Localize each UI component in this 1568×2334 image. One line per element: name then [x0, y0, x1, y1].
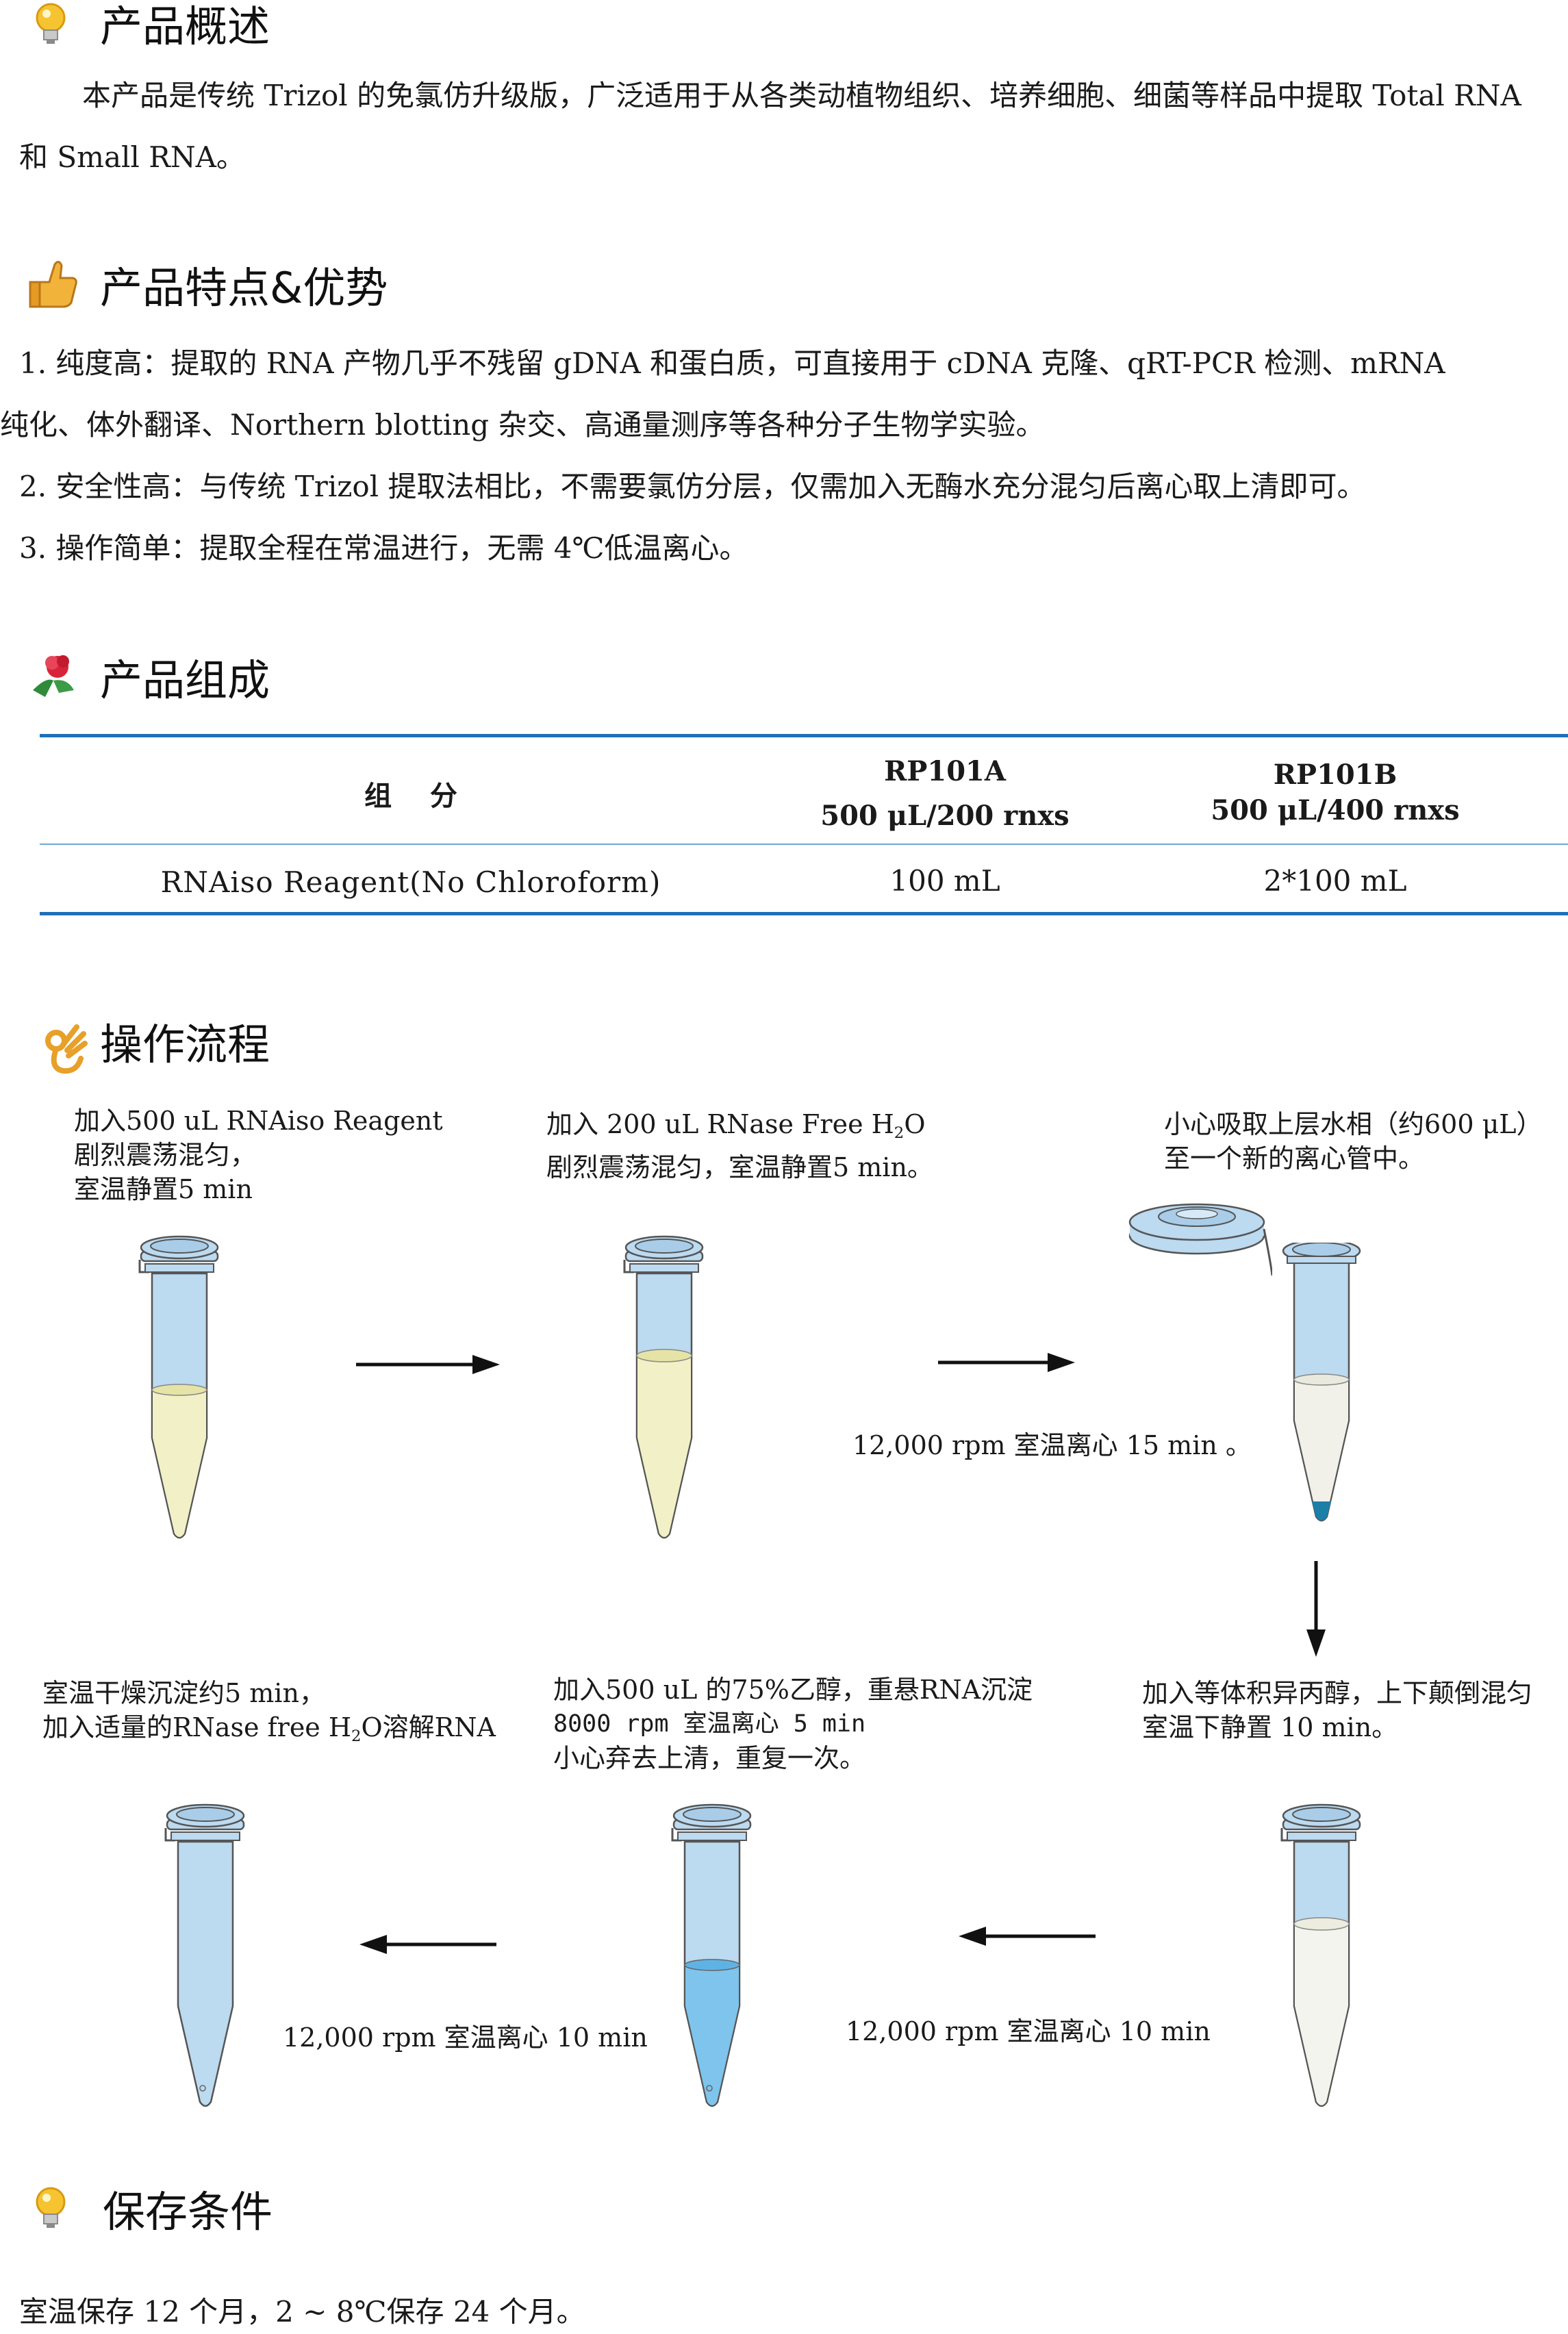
feature-item-1-line1: 1. 纯度高：提取的 RNA 产物几乎不残留 gDNA 和蛋白质，可直接用于 c…	[19, 346, 1445, 380]
step-3-text: 小心吸取上层水相（约600 μL） 至一个新的离心管中。	[1164, 1107, 1543, 1176]
lightbulb-icon	[30, 0, 71, 48]
tube-3	[1253, 1239, 1390, 1530]
step-2-line-2: 剧烈震荡混匀，室温静置5 min。	[546, 1152, 933, 1182]
tube-5	[644, 1801, 781, 2116]
step-1-line-1: 加入500 uL RNAiso Reagent	[74, 1106, 443, 1136]
step-2-line-1: 加入 200 uL RNase Free H2O	[546, 1109, 926, 1142]
ok-hand-icon	[36, 1020, 90, 1075]
flower-icon	[26, 649, 81, 704]
step-5-text: 加入500 uL 的75%乙醇，重悬RNA沉淀 8000 rpm 室温离心 5 …	[553, 1673, 1033, 1775]
step-3-line-1: 小心吸取上层水相（约600 μL）	[1164, 1109, 1543, 1139]
arrow-left-2	[359, 1932, 496, 1957]
step-1-line-2: 剧烈震荡混匀，	[74, 1140, 257, 1170]
centrifuge-label-2: 12,000 rpm 室温离心 10 min	[846, 2016, 1211, 2046]
composition-heading: 产品组成	[100, 655, 270, 705]
step-4-line-1: 加入等体积异丙醇，上下颠倒混匀	[1142, 1678, 1533, 1708]
feature-item-1-line2: 纯化、体外翻译、Northern blotting 杂交、高通量测序等各种分子生…	[0, 408, 1045, 442]
feature-item-2: 2. 安全性高：与传统 Trizol 提取法相比，不需要氯仿分层，仅需加入无酶水…	[19, 470, 1366, 503]
step-4-text: 加入等体积异丙醇，上下颠倒混匀 室温下静置 10 min。	[1142, 1676, 1532, 1745]
step-2-text: 加入 200 uL RNase Free H2O 剧烈震荡混匀，室温静置5 mi…	[546, 1107, 933, 1184]
table-header-component: 组 分	[364, 780, 457, 812]
step-1-text: 加入500 uL RNAiso Reagent 剧烈震荡混匀， 室温静置5 mi…	[74, 1104, 443, 1206]
table-cell-b: 2*100 mL	[1263, 864, 1407, 898]
step-6-line-2: 加入适量的RNase free H2O溶解RNA	[42, 1712, 496, 1745]
open-tube-cap	[1115, 1195, 1274, 1277]
table-cell-component: RNAiso Reagent(No Chloroform)	[160, 865, 661, 899]
step-5-line-1: 加入500 uL 的75%乙醇，重悬RNA沉淀	[553, 1675, 1033, 1705]
step-4-line-2: 室温下静置 10 min。	[1142, 1712, 1398, 1742]
overview-heading: 产品概述	[100, 1, 270, 51]
tube-6	[137, 1801, 274, 2116]
tube-2	[596, 1232, 733, 1547]
storage-heading: 保存条件	[103, 2187, 273, 2237]
tube-4	[1253, 1801, 1390, 2116]
features-heading: 产品特点&优势	[100, 263, 388, 313]
table-header-a-code: RP101A	[884, 755, 1006, 787]
tube-1	[111, 1232, 248, 1547]
arrow-down	[1304, 1561, 1328, 1657]
step-6-line-1: 室温干燥沉淀约5 min，	[42, 1678, 325, 1708]
arrow-right-2	[938, 1350, 1075, 1375]
centrifuge-label-3: 12,000 rpm 室温离心 10 min	[283, 2022, 648, 2053]
lightbulb-icon	[30, 2184, 71, 2232]
step-5-line-2: 8000 rpm 室温离心 5 min	[553, 1710, 866, 1738]
storage-text: 室温保存 12 个月，2 ~ 8℃保存 24 个月。	[19, 2295, 585, 2329]
table-rule-bottom	[40, 912, 1568, 915]
thumbs-up-icon	[26, 255, 81, 309]
step-5-line-3: 小心弃去上清，重复一次。	[553, 1743, 866, 1773]
arrow-left-1	[959, 1924, 1096, 1949]
table-header-b-code: RP101B	[1273, 759, 1398, 791]
arrow-right-1	[356, 1352, 500, 1377]
step-1-line-3: 室温静置5 min	[74, 1174, 253, 1204]
step-6-text: 室温干燥沉淀约5 min， 加入适量的RNase free H2O溶解RNA	[42, 1676, 496, 1753]
overview-text: 本产品是传统 Trizol 的免氯仿升级版，广泛适用于从各类动植物组织、培养细胞…	[19, 79, 1521, 174]
table-rule-mid	[40, 843, 1568, 845]
workflow-heading: 操作流程	[100, 1019, 270, 1069]
table-cell-a: 100 mL	[889, 864, 1000, 898]
table-header-a-spec: 500 μL/200 rnxs	[820, 800, 1070, 832]
centrifuge-label-1: 12,000 rpm 室温离心 15 min 。	[852, 1430, 1252, 1460]
table-header-b-spec: 500 μL/400 rnxs	[1211, 794, 1460, 826]
table-rule-top	[40, 734, 1568, 737]
feature-item-3: 3. 操作简单：提取全程在常温进行，无需 4℃低温离心。	[19, 531, 748, 565]
step-3-line-2: 至一个新的离心管中。	[1164, 1143, 1425, 1174]
